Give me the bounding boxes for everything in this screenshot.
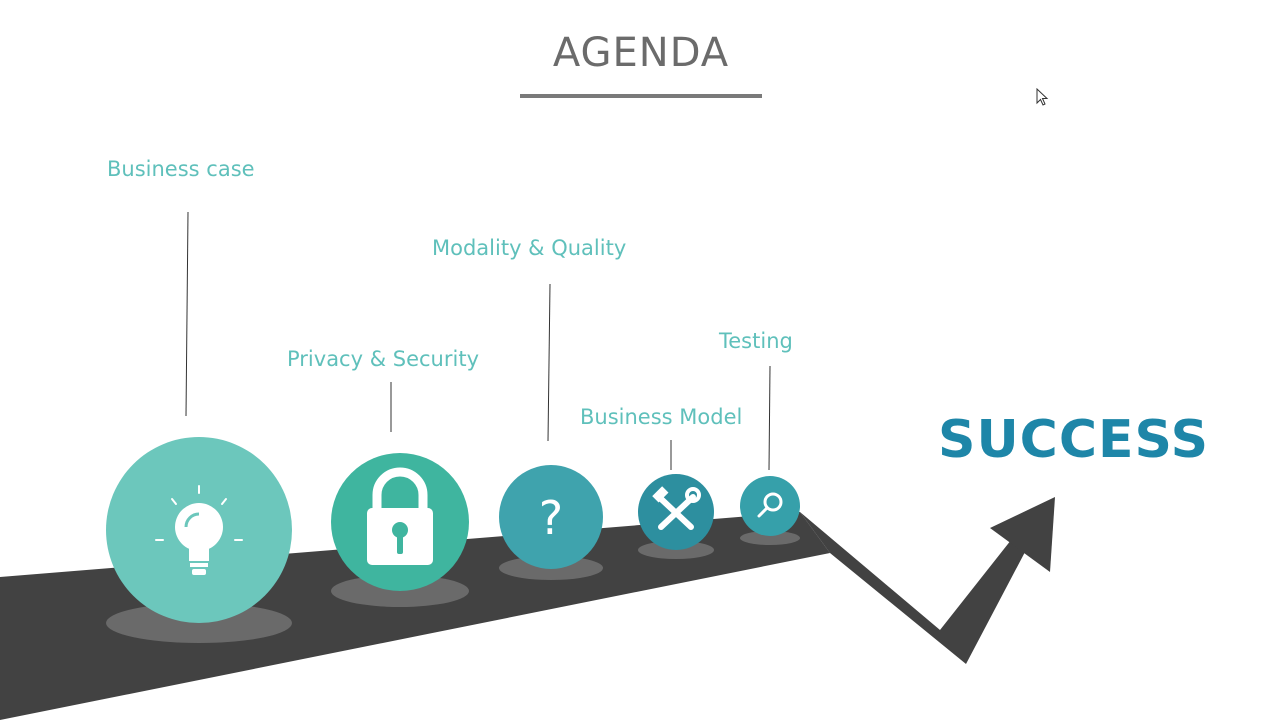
tools-icon	[652, 486, 701, 530]
step-label-business-case: Business case	[107, 157, 255, 181]
question-mark-icon: ?	[539, 491, 563, 545]
step-business-model-circle	[638, 474, 714, 550]
title-underline	[520, 94, 762, 98]
padlock-icon	[367, 467, 433, 565]
page-title: AGENDA	[552, 30, 730, 76]
success-arrow-shaft	[800, 512, 1025, 664]
step-label-business-model: Business Model	[580, 405, 743, 429]
success-text: SUCCESS	[938, 410, 1210, 470]
circle-shadow	[740, 531, 800, 545]
step-testing-circle	[740, 476, 800, 536]
connector-line	[768, 365, 771, 471]
step-privacy-security-circle	[331, 453, 469, 591]
connector-line	[185, 211, 189, 417]
step-modality-quality-circle: ?	[499, 465, 603, 569]
step-label-privacy-security: Privacy & Security	[287, 347, 479, 371]
magnifier-icon	[757, 492, 783, 518]
success-arrow-head	[990, 497, 1055, 572]
lightbulb-icon	[155, 485, 243, 575]
step-business-case-circle	[106, 437, 292, 623]
connector-line	[547, 283, 551, 442]
step-label-modality-quality: Modality & Quality	[432, 236, 627, 260]
mouse-cursor-icon	[1036, 88, 1049, 106]
step-label-testing: Testing	[719, 329, 793, 353]
